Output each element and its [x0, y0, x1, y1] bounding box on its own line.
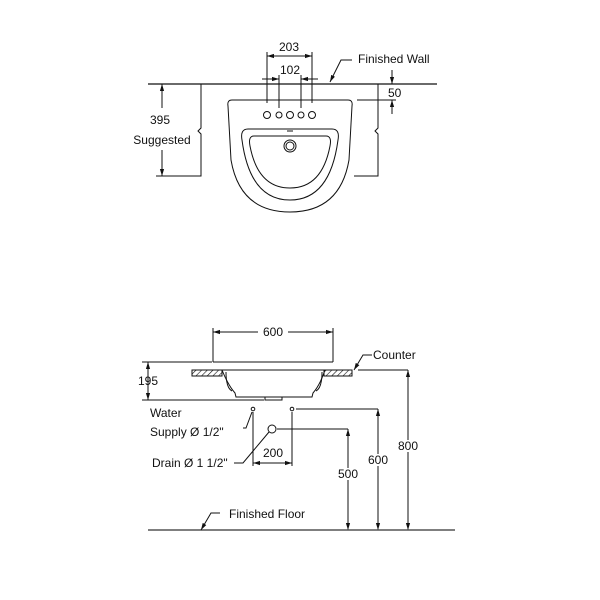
- label-water: Water: [150, 406, 182, 420]
- label-195: 195: [138, 374, 158, 388]
- label-102: 102: [280, 63, 300, 77]
- wall-outline-left: [193, 84, 202, 177]
- label-200: 200: [263, 446, 283, 460]
- label-counter: Counter: [373, 348, 416, 362]
- label-500: 500: [338, 467, 358, 481]
- label-supply: Supply Ø 1/2": [150, 425, 224, 439]
- plan-view: 203 102 Finished Wall 50 395 Suggested: [133, 40, 437, 213]
- label-drain: Drain Ø 1 1/2": [152, 456, 228, 470]
- label-suggested: Suggested: [133, 133, 190, 147]
- label-600-width: 600: [263, 325, 283, 339]
- label-800: 800: [398, 439, 418, 453]
- label-203: 203: [279, 40, 299, 54]
- wall-outline-right: [354, 84, 379, 177]
- drain-outlet: [264, 396, 283, 401]
- basin-bowl: [249, 135, 331, 189]
- drain-outer: [283, 139, 297, 153]
- counter-left: [191, 369, 223, 377]
- elevation-view: 600 Counter 195 200 Water Supply Ø 1/2" …: [138, 325, 455, 531]
- drain-inner: [285, 141, 295, 151]
- sink-body: [221, 369, 326, 398]
- wall-leader: [329, 59, 352, 83]
- drain-point: [267, 424, 277, 434]
- faucet-holes: [263, 111, 316, 119]
- label-finished-floor: Finished Floor: [229, 507, 305, 521]
- counter-right: [323, 369, 353, 377]
- label-50: 50: [388, 86, 402, 100]
- label-finished-wall: Finished Wall: [358, 52, 430, 66]
- basin-outer: [227, 99, 353, 213]
- supply-point-right: [289, 406, 295, 412]
- label-600-height: 600: [368, 453, 388, 467]
- supply-point-left: [250, 406, 256, 412]
- label-395: 395: [150, 113, 170, 127]
- basin-rim: [241, 128, 339, 201]
